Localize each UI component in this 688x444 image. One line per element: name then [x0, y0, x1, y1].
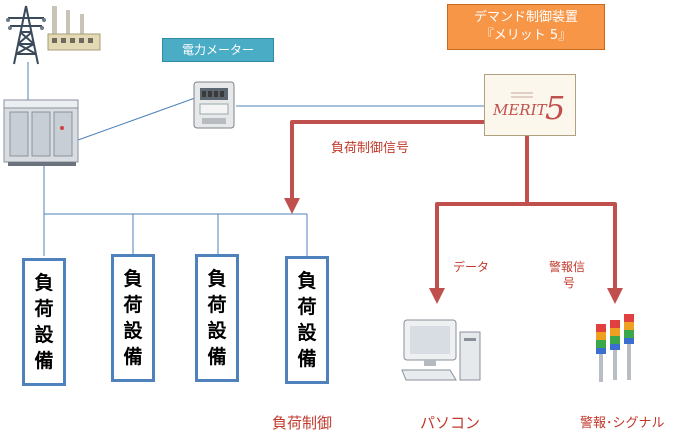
alarm-signal-label-line2: 号: [563, 276, 576, 290]
pc-label: パソコン: [420, 414, 481, 432]
load-equipment-3: 負 荷 設 備: [195, 254, 239, 382]
load-control-signal-label: 負荷制御信号: [331, 141, 410, 156]
power-meter-icon: [193, 81, 235, 129]
data-label: データ: [453, 260, 490, 274]
load-equipment-4: 負 荷 設 備: [285, 256, 329, 384]
alarm-signal-light-label: 警報･シグナル: [580, 416, 665, 431]
factory-icon: [47, 6, 101, 51]
merit5-logo: MERIT 5: [492, 89, 565, 127]
load-equipment-2: 負 荷 設 備: [111, 254, 155, 382]
demand-device-name: 『メリット 5』: [480, 28, 572, 43]
demand-device-title: デマンド制御装置: [473, 10, 578, 25]
data-arrow: [429, 202, 527, 304]
transmission-tower-icon: [6, 5, 46, 65]
load-control-arrow: [284, 120, 484, 214]
merit5-brand-text: MERIT: [492, 101, 548, 119]
switchgear-cabinet-icon: [3, 99, 79, 166]
demand-device-callout: デマンド制御装置 『メリット 5』: [447, 4, 605, 50]
cabinet-to-meter-line: [77, 97, 196, 141]
signal-tower-icon: [596, 314, 634, 382]
merit5-device-icon: MERIT 5: [484, 74, 576, 136]
power-meter-callout: 電力メーター: [162, 38, 274, 62]
alarm-signal-label-line1: 警報信: [549, 260, 586, 274]
pc-icon: [401, 319, 481, 381]
load-equipment-1: 負 荷 設 備: [22, 258, 66, 386]
alarm-arrow: [527, 202, 623, 304]
merit5-number-text: 5: [545, 89, 565, 127]
load-control-label: 負荷制御: [272, 414, 333, 432]
